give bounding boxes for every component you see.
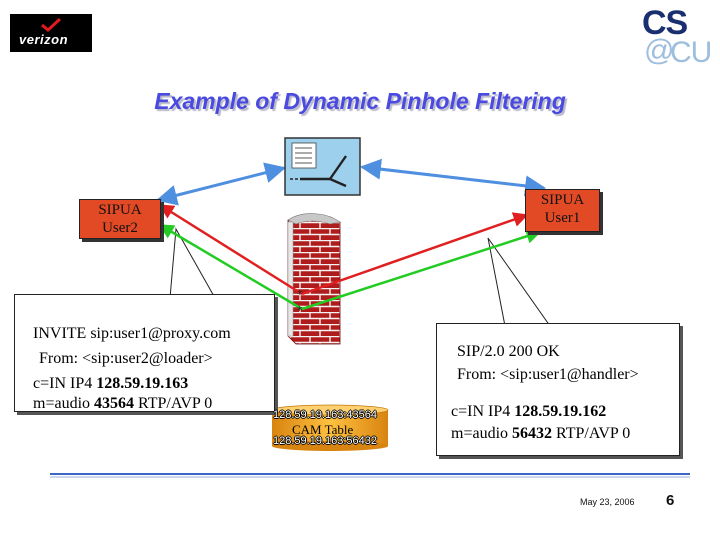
sipua-user1-line1: SIPUA bbox=[540, 192, 585, 208]
pinhole-mark-2: * bbox=[297, 304, 303, 317]
invite-line: INVITE sip:user1@proxy.com bbox=[33, 325, 231, 342]
ok-port: 56432 bbox=[512, 425, 553, 442]
sipua-user1-line2: User1 bbox=[544, 210, 581, 226]
ok-connection-line: c=IN IP4 128.59.19.162 bbox=[451, 403, 607, 420]
ok-ip: 128.59.19.162 bbox=[514, 403, 607, 420]
cam-entry-2: 128.59.19.163:56432 bbox=[273, 435, 377, 447]
cam-entry-1: 128.59.19.163:43564 bbox=[273, 409, 377, 421]
red-media-path-right bbox=[301, 212, 529, 296]
page-number: 6 bbox=[666, 492, 675, 509]
green-media-path-right bbox=[301, 229, 542, 311]
cs-columbia-logo: CS @ CU bbox=[640, 4, 712, 70]
pinhole-mark-1: * bbox=[297, 288, 303, 301]
invite-from-line: From: <sip:user2@loader> bbox=[39, 350, 213, 367]
invite-media-line: m=audio 43564 RTP/AVP 0 bbox=[33, 395, 213, 412]
signal-arrow-user2-proxy bbox=[155, 162, 287, 206]
callout-right-tail bbox=[487, 237, 551, 327]
invite-ip: 128.59.19.163 bbox=[96, 375, 189, 392]
sip-proxy-server-icon bbox=[284, 137, 361, 196]
invite-port: 43564 bbox=[94, 395, 135, 412]
invite-callout: INVITE sip:user1@proxy.com From: <sip:us… bbox=[14, 294, 275, 412]
cs-logo-at: @ bbox=[644, 34, 675, 67]
ok-from-line: From: <sip:user1@handler> bbox=[457, 366, 639, 383]
red-media-path-left bbox=[158, 203, 303, 296]
ok-media-line: m=audio 56432 RTP/AVP 0 bbox=[451, 425, 631, 442]
cs-logo-cu: CU bbox=[670, 36, 712, 69]
cam-table-label: CAM Table bbox=[292, 422, 354, 437]
check-mark-icon bbox=[41, 18, 62, 32]
cam-table-cylinder bbox=[271, 404, 389, 451]
footer-date: May 23, 2006 bbox=[580, 497, 635, 507]
sipua-user1-box: SIPUA User1 bbox=[525, 189, 600, 232]
brick-firewall-icon bbox=[287, 213, 341, 345]
verizon-logo: verizon bbox=[10, 14, 92, 52]
ok-status-line: SIP/2.0 200 OK bbox=[457, 343, 560, 360]
signal-arrow-user1-proxy bbox=[359, 158, 547, 197]
ok-callout: SIP/2.0 200 OK From: <sip:user1@handler>… bbox=[436, 323, 680, 456]
callout-left-tail bbox=[169, 227, 216, 299]
sipua-user2-line2: User2 bbox=[102, 220, 138, 236]
invite-connection-line: c=IN IP4 128.59.19.163 bbox=[33, 375, 189, 392]
cs-logo-text: CS bbox=[642, 4, 688, 42]
sipua-user2-box: SIPUA User2 bbox=[79, 199, 161, 239]
sipua-user2-line1: SIPUA bbox=[98, 202, 142, 218]
green-media-path-left bbox=[158, 223, 303, 311]
verizon-logo-text: verizon bbox=[19, 32, 69, 47]
page-title: Example of Dynamic Pinhole Filtering bbox=[154, 88, 566, 114]
